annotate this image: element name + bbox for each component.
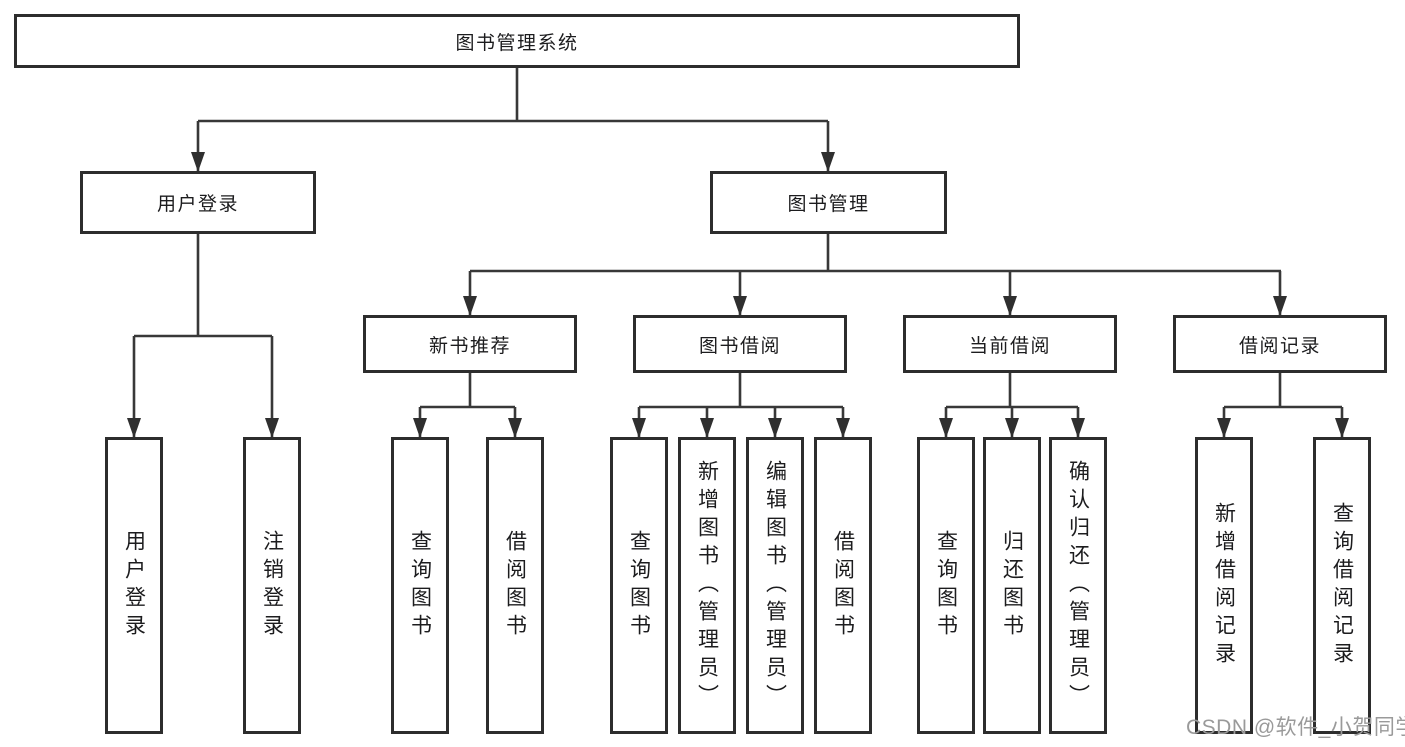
node-book-management: 图书管理 — [710, 171, 947, 234]
connector-trunk — [134, 68, 1342, 409]
leaf-add-borrow-record-label: 新增借阅记录 — [1212, 501, 1236, 670]
leaf-borrow-query-books: 查询图书 — [610, 437, 668, 734]
node-current-borrow: 当前借阅 — [903, 315, 1117, 373]
leaf-logout-login-label: 注销登录 — [260, 529, 284, 642]
leaf-add-borrow-record: 新增借阅记录 — [1195, 437, 1253, 734]
leaf-borrow-query-books-label: 查询图书 — [627, 529, 651, 642]
node-root: 图书管理系统 — [14, 14, 1020, 68]
leaf-logout-login: 注销登录 — [243, 437, 301, 734]
leaf-edit-books-admin-label: 编辑图书（管理员） — [763, 459, 787, 712]
leaf-confirm-return-admin: 确认归还（管理员） — [1049, 437, 1107, 734]
leaf-current-query-books-label: 查询图书 — [934, 529, 958, 642]
leaf-confirm-return-admin-label: 确认归还（管理员） — [1066, 459, 1090, 712]
leaf-query-borrow-record: 查询借阅记录 — [1313, 437, 1371, 734]
leaf-current-query-books: 查询图书 — [917, 437, 975, 734]
leaf-borrow-borrow-books-label: 借阅图书 — [831, 529, 855, 642]
leaf-newbook-query-books: 查询图书 — [391, 437, 449, 734]
leaf-user-login-label: 用户登录 — [122, 529, 146, 642]
node-book-management-label: 图书管理 — [787, 194, 870, 215]
node-new-book-recommend: 新书推荐 — [363, 315, 577, 373]
node-book-borrow: 图书借阅 — [633, 315, 847, 373]
leaf-query-borrow-record-label: 查询借阅记录 — [1330, 501, 1354, 670]
leaf-newbook-query-books-label: 查询图书 — [408, 529, 432, 642]
leaf-newbook-borrow-books-label: 借阅图书 — [503, 529, 527, 642]
leaf-return-books: 归还图书 — [983, 437, 1041, 734]
node-borrow-record: 借阅记录 — [1173, 315, 1387, 373]
leaf-return-books-label: 归还图书 — [1000, 529, 1024, 642]
leaf-add-books-admin-label: 新增图书（管理员） — [695, 459, 719, 712]
node-borrow-record-label: 借阅记录 — [1238, 335, 1321, 357]
node-current-borrow-label: 当前借阅 — [968, 335, 1051, 357]
node-root-label: 图书管理系统 — [455, 32, 579, 54]
leaf-add-books-admin: 新增图书（管理员） — [678, 437, 736, 734]
leaf-edit-books-admin: 编辑图书（管理员） — [746, 437, 804, 734]
node-user-login: 用户登录 — [80, 171, 316, 234]
node-book-borrow-label: 图书借阅 — [698, 335, 781, 357]
leaf-user-login: 用户登录 — [105, 437, 163, 734]
leaf-newbook-borrow-books: 借阅图书 — [486, 437, 544, 734]
node-user-login-label: 用户登录 — [156, 194, 239, 215]
csdn-watermark: CSDN @软件_小贺同学 — [1186, 716, 1405, 739]
node-new-book-recommend-label: 新书推荐 — [428, 335, 511, 357]
leaf-borrow-borrow-books: 借阅图书 — [814, 437, 872, 734]
